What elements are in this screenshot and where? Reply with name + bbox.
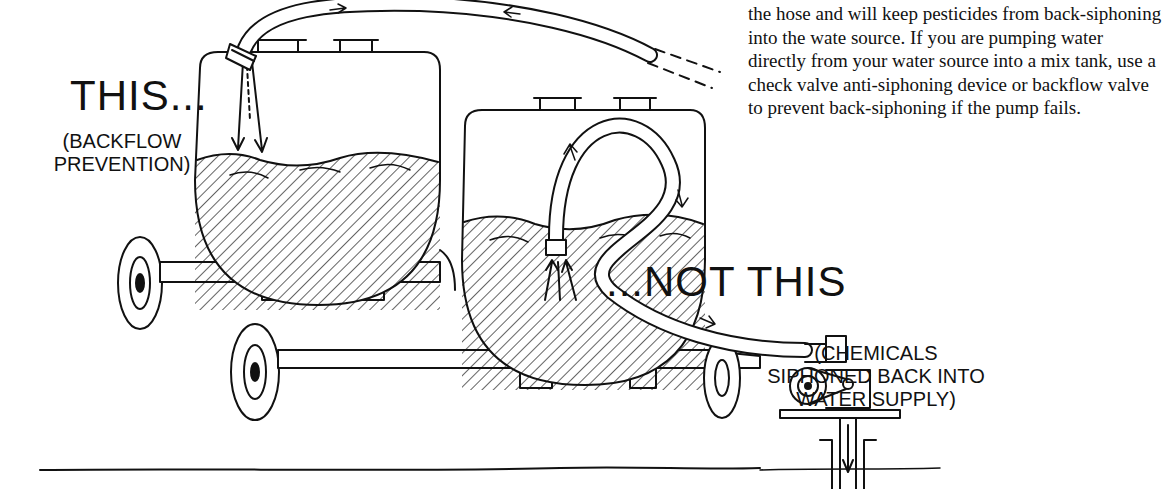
note-bad: (CHEMICALS SIPHONED BACK INTO WATER SUPP… xyxy=(764,342,988,411)
note-good: (BACKFLOW PREVENTION) xyxy=(50,130,194,176)
caption-good: THIS... xyxy=(70,72,208,120)
caption-bad: ...NOT THIS xyxy=(606,258,846,306)
body-text: the hose and will keep pesticides from b… xyxy=(748,2,1164,120)
